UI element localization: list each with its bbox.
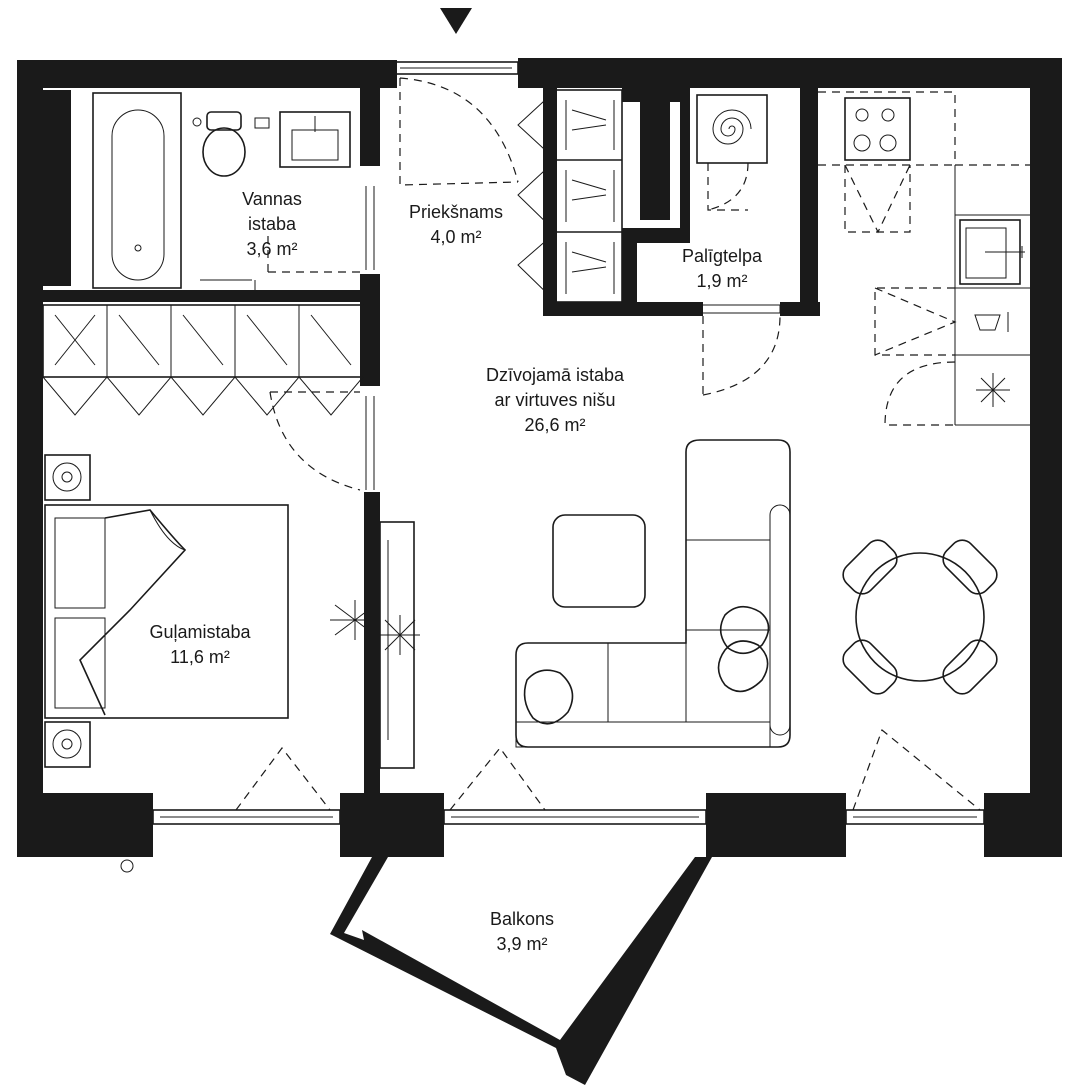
- utility-area: 1,9 m²: [696, 271, 747, 291]
- entrance-door: [394, 61, 519, 186]
- hall-wardrobe: [517, 89, 623, 303]
- tv-stand: [379, 521, 415, 769]
- kitchen-sink-icon: [959, 219, 1025, 285]
- bedroom-area: 11,6 m²: [170, 647, 230, 667]
- dishwasher-icon: [874, 287, 1009, 356]
- ottoman: [552, 514, 646, 608]
- drain-icon: [120, 859, 134, 873]
- balcony-name: Balkons: [490, 909, 554, 929]
- kitchen-counter: [818, 91, 1030, 426]
- living-name-1: Dzīvojamā istaba: [486, 365, 625, 385]
- stove-icon: [844, 97, 911, 161]
- nightstand-lamp-1: [44, 454, 91, 501]
- bedroom-name: Guļamistaba: [149, 622, 251, 642]
- bedroom-wardrobe: [42, 304, 364, 416]
- hall-name: Priekšnams: [409, 202, 503, 222]
- balcony-area: 3,9 m²: [496, 934, 547, 954]
- bathroom-name-2: istaba: [248, 214, 297, 234]
- oven-icon: [976, 373, 1010, 407]
- utility-name: Palīgtelpa: [682, 246, 763, 266]
- bed-icon: [44, 504, 289, 719]
- living-name-2: ar virtuves nišu: [494, 390, 615, 410]
- bathroom-fixtures: [92, 92, 375, 290]
- dining-table-icon: [842, 539, 998, 695]
- lamp-icon: [330, 600, 420, 655]
- balcony-walls: [330, 857, 712, 1085]
- windows: [152, 809, 985, 825]
- toilet-icon: [192, 111, 246, 177]
- living-area: 26,6 m²: [524, 415, 585, 435]
- bathtub-icon: [92, 92, 182, 289]
- interior-walls: [43, 88, 820, 795]
- entrance-arrow-icon: [440, 8, 472, 34]
- boiler-icon: [696, 94, 768, 164]
- bathroom-area: 3,6 m²: [246, 239, 297, 259]
- bathroom-name-1: Vannas: [242, 189, 302, 209]
- nightstand-lamp-2: [44, 721, 91, 768]
- sink-icon: [254, 111, 351, 168]
- exterior-walls: [17, 58, 1062, 857]
- hall-area: 4,0 m²: [430, 227, 481, 247]
- sofa-icon: [515, 439, 791, 748]
